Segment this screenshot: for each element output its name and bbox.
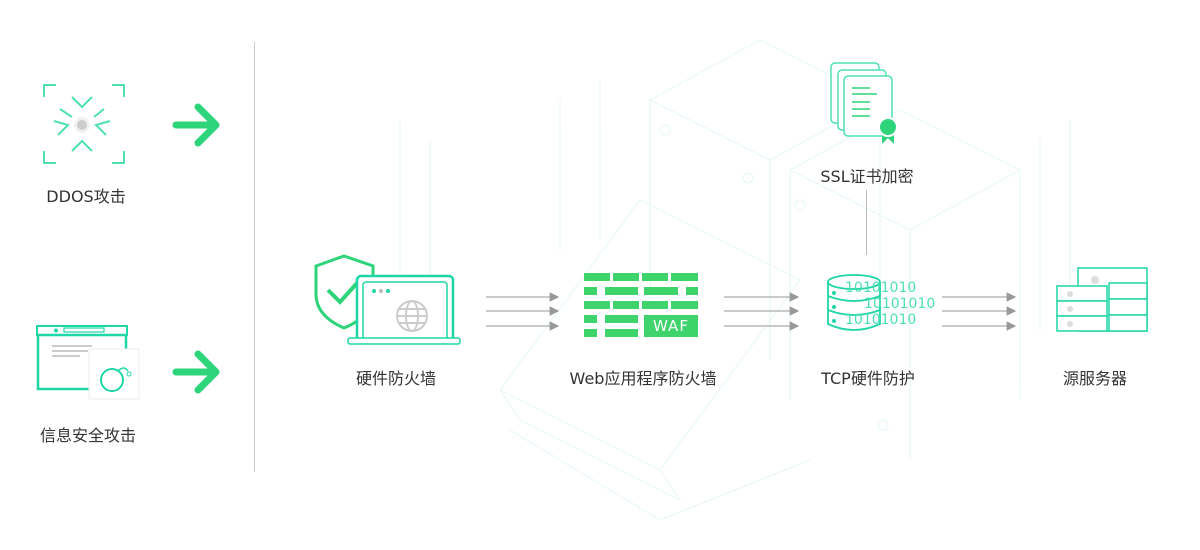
origin-server-label: 源服务器 — [1062, 369, 1128, 388]
ssl-label: SSL证书加密 — [820, 167, 914, 186]
ddos-burst-icon — [43, 84, 125, 164]
waf-label: Web应用程序防火墙 — [569, 369, 717, 388]
divider — [254, 42, 255, 472]
binary-stream: 10101010 10101010 10101010 — [845, 280, 935, 328]
waf-badge: WAF — [653, 317, 689, 335]
tcp-protection-label: TCP硬件防护 — [821, 369, 915, 388]
shield-laptop-icon — [314, 254, 461, 345]
hardware-firewall-label: 硬件防火墙 — [355, 369, 437, 388]
brick-wall-icon — [584, 273, 698, 337]
arrow-right-icon — [172, 350, 220, 394]
ssl-connector-line — [866, 190, 867, 255]
info-security-attack-label: 信息安全攻击 — [39, 426, 137, 445]
binary-line: 10101010 — [864, 296, 936, 312]
certificate-icon — [830, 62, 898, 144]
ddos-attack-label: DDOS攻击 — [46, 187, 126, 206]
arrow-right-icon — [172, 103, 220, 147]
webpage-bomb-icon — [36, 325, 140, 400]
binary-line: 10101010 — [845, 312, 917, 328]
binary-line: 10101010 — [845, 280, 917, 296]
server-rack-icon — [1056, 267, 1148, 332]
database-icon — [827, 274, 881, 331]
